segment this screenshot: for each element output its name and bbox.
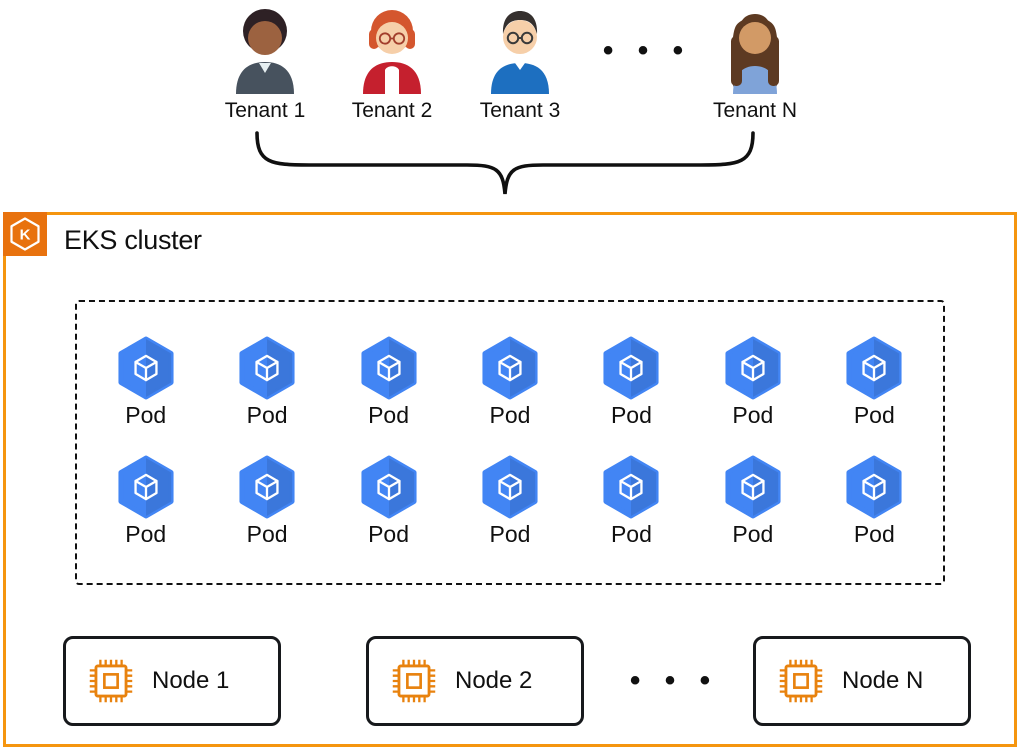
- pod-label: Pod: [125, 402, 167, 428]
- tenant-3-avatar-icon: [491, 11, 549, 94]
- pod-icon: [602, 336, 660, 400]
- node-n-box: Node N: [753, 636, 971, 726]
- pod-label: Pod: [732, 521, 774, 547]
- tenant-n-avatar-icon: [731, 14, 779, 94]
- pod-label: Pod: [489, 521, 531, 547]
- glasses-icon: [506, 31, 534, 45]
- pod: Pod: [360, 455, 418, 548]
- eks-service-icon: K: [3, 212, 47, 256]
- eks-cluster-box: K EKS cluster Pod Pod Pod Pod Pod Pod Po…: [3, 212, 1017, 747]
- pod-label: Pod: [853, 402, 895, 428]
- glasses-icon: [378, 32, 406, 45]
- pod-label: Pod: [368, 521, 410, 547]
- pod-icon: [117, 455, 175, 519]
- pod: Pod: [481, 336, 539, 429]
- pod-label: Pod: [610, 402, 652, 428]
- pod-label: Pod: [368, 402, 410, 428]
- tenant-n-label: Tenant N: [712, 99, 798, 122]
- tenant-2-avatar-icon: [363, 10, 421, 94]
- pod-icon: [602, 455, 660, 519]
- pods-group-box: Pod Pod Pod Pod Pod Pod Pod Pod Pod Pod …: [75, 300, 945, 585]
- pod-label: Pod: [732, 402, 774, 428]
- tenant-3: Tenant 3: [465, 2, 575, 123]
- pod: Pod: [481, 455, 539, 548]
- cluster-title: EKS cluster: [64, 225, 202, 255]
- pod: Pod: [117, 336, 175, 429]
- tenant-3-label: Tenant 3: [479, 99, 561, 122]
- tenant-2: Tenant 2: [337, 2, 447, 123]
- pod-label: Pod: [125, 521, 167, 547]
- node-2-box: Node 2: [366, 636, 584, 726]
- pod-icon: [845, 336, 903, 400]
- pod: Pod: [724, 336, 782, 429]
- pod: Pod: [724, 455, 782, 548]
- pod-icon: [238, 455, 296, 519]
- node-2-label: Node 2: [455, 667, 533, 694]
- cpu-chip-icon: [778, 658, 824, 704]
- pod-icon: [238, 336, 296, 400]
- pod: Pod: [117, 455, 175, 548]
- svg-text:K: K: [20, 227, 31, 244]
- pod: Pod: [845, 336, 903, 429]
- pod: Pod: [602, 336, 660, 429]
- pod-icon: [117, 336, 175, 400]
- pod-label: Pod: [853, 521, 895, 547]
- pod-icon: [724, 455, 782, 519]
- pod-icon: [724, 336, 782, 400]
- pod-label: Pod: [610, 521, 652, 547]
- pod-label: Pod: [489, 402, 531, 428]
- tenant-n: Tenant N: [700, 2, 810, 123]
- pod: Pod: [238, 336, 296, 429]
- tenant-1-label: Tenant 1: [224, 99, 306, 122]
- pod-icon: [360, 336, 418, 400]
- cpu-chip-icon: [88, 658, 134, 704]
- tenant-1: Tenant 1: [210, 2, 320, 123]
- pod-icon: [481, 336, 539, 400]
- tenant-2-label: Tenant 2: [351, 99, 433, 122]
- tenant-1-avatar-icon: [236, 9, 294, 94]
- nodes-ellipsis: • • •: [629, 664, 713, 697]
- pod: Pod: [845, 455, 903, 548]
- pod: Pod: [238, 455, 296, 548]
- pod-icon: [845, 455, 903, 519]
- tenants-ellipsis: • • •: [602, 34, 686, 67]
- pod-label: Pod: [246, 402, 288, 428]
- pod-label: Pod: [246, 521, 288, 547]
- node-1-box: Node 1: [63, 636, 281, 726]
- cpu-chip-icon: [391, 658, 437, 704]
- pod: Pod: [602, 455, 660, 548]
- pod: Pod: [360, 336, 418, 429]
- curly-brace: [255, 131, 755, 195]
- node-1-label: Node 1: [152, 667, 230, 694]
- pod-icon: [360, 455, 418, 519]
- pod-icon: [481, 455, 539, 519]
- node-n-label: Node N: [842, 667, 924, 694]
